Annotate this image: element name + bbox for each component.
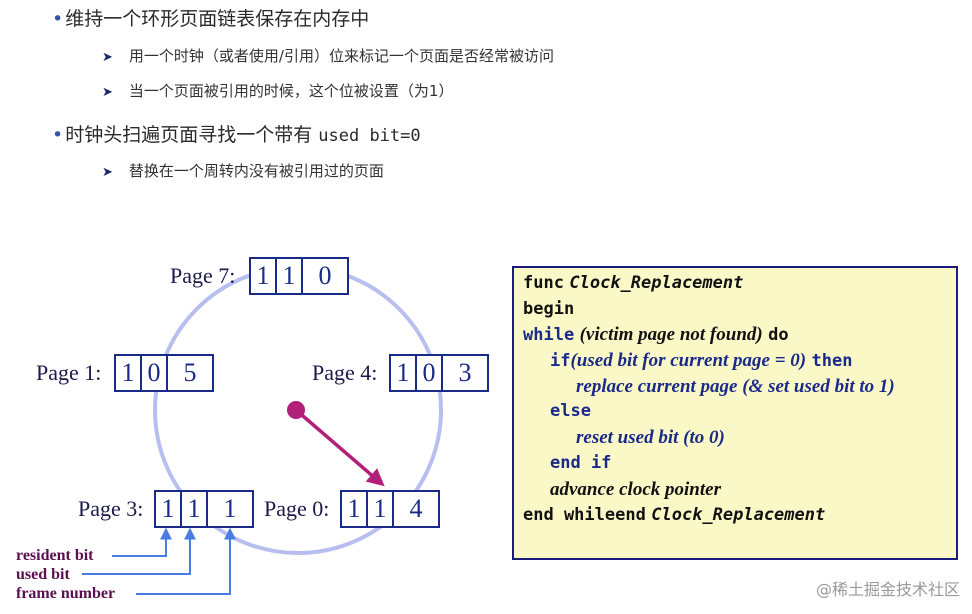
frame-number-cell: 5 bbox=[183, 358, 197, 387]
frame-number-arrow bbox=[136, 527, 236, 595]
code-line: func Clock_Replacement bbox=[523, 273, 743, 293]
resident-bit-cell: 1 bbox=[182, 492, 208, 526]
sub-bullet-text: 当一个页面被引用的时候，这个位被设置（为1） bbox=[128, 82, 454, 100]
sub-bullet-item: ➤ 替换在一个周转内没有被引用过的页面 bbox=[102, 160, 384, 181]
page-entry: 1 0 5 bbox=[114, 354, 214, 392]
arrow-bullet-icon: ➤ bbox=[102, 50, 113, 65]
bullet-dot-icon: • bbox=[52, 8, 64, 30]
code-line: end whileend Clock_Replacement bbox=[523, 505, 825, 525]
clock-hand-arrow bbox=[294, 408, 385, 487]
bullet-item: •维持一个环形页面链表保存在内存中 bbox=[52, 4, 369, 31]
frame-number-cell: 0 bbox=[318, 261, 332, 290]
code-statement: replace current page (& set used bit to … bbox=[576, 376, 895, 397]
code-statement: reset used bit (to 0) bbox=[576, 427, 725, 448]
code-line: replace current page (& set used bit to … bbox=[576, 376, 895, 398]
code-condition: (victim page not found) bbox=[579, 324, 763, 345]
frame-number-cell: 3 bbox=[458, 358, 472, 387]
arrow-bullet-icon: ➤ bbox=[102, 165, 113, 180]
code-line: begin bbox=[523, 299, 574, 319]
page-entry: 1 0 3 bbox=[389, 354, 489, 392]
sub-bullet-item: ➤ 当一个页面被引用的时候，这个位被设置（为1） bbox=[102, 80, 453, 101]
used-bit-cell: 1 bbox=[116, 356, 142, 390]
code-condition: (used bit for current page = 0) bbox=[570, 350, 807, 371]
sub-bullet-text: 替换在一个周转内没有被引用过的页面 bbox=[128, 162, 384, 180]
code-keyword: then bbox=[811, 351, 853, 371]
pseudocode-box: func Clock_Replacement begin while (vict… bbox=[512, 266, 958, 560]
resident-bit-cell: 1 bbox=[277, 259, 303, 293]
used-bit-cell: 1 bbox=[156, 492, 182, 526]
page-label: Page 0: bbox=[264, 496, 330, 521]
bullet-item: •时钟头扫遍页面寻找一个带有 used bit=0 bbox=[52, 120, 421, 147]
code-line: end if bbox=[550, 453, 611, 473]
sub-bullet-text: 用一个时钟（或者使用/引用）位来标记一个页面是否经常被访问 bbox=[128, 47, 554, 65]
used-bit-cell: 1 bbox=[342, 492, 368, 526]
page-entry: 1 1 4 bbox=[340, 490, 440, 528]
page-label: Page 1: bbox=[36, 360, 102, 385]
code-keyword: while bbox=[523, 325, 575, 345]
page-label: Page 4: bbox=[312, 360, 378, 385]
code-line: while (victim page not found) do bbox=[523, 324, 789, 346]
resident-bit-label: resident bit bbox=[16, 547, 94, 564]
code-keyword: func bbox=[523, 273, 564, 293]
page-label: Page 3: bbox=[78, 496, 144, 521]
code-keyword: if bbox=[550, 351, 571, 371]
code-function-name: Clock_Replacement bbox=[651, 505, 826, 525]
frame-number-cell: 1 bbox=[223, 494, 237, 523]
arrow-bullet-icon: ➤ bbox=[102, 85, 113, 100]
bullet-text: 时钟头扫遍页面寻找一个带有 bbox=[65, 124, 319, 146]
page-entry: 1 1 1 bbox=[154, 490, 254, 528]
code-line: else bbox=[550, 401, 591, 421]
code-line: if(used bit for current page = 0) then bbox=[550, 350, 853, 372]
used-bit-arrow bbox=[82, 527, 196, 575]
resident-bit-cell: 0 bbox=[142, 356, 168, 390]
code-statement: advance clock pointer bbox=[550, 479, 721, 500]
code-keyword: end whileend bbox=[523, 505, 646, 525]
code-keyword: end if bbox=[550, 453, 612, 473]
resident-bit-cell: 1 bbox=[368, 492, 394, 526]
bullet-code: used bit=0 bbox=[318, 126, 421, 146]
code-keyword: do bbox=[768, 325, 789, 345]
bullet-dot-icon: • bbox=[52, 124, 64, 146]
resident-bit-cell: 0 bbox=[417, 356, 443, 390]
frame-number-cell: 4 bbox=[409, 494, 423, 523]
code-function-name: Clock_Replacement bbox=[569, 273, 744, 293]
frame-number-label: frame number bbox=[16, 585, 116, 602]
code-keyword: begin bbox=[523, 299, 575, 319]
code-line: reset used bit (to 0) bbox=[576, 427, 725, 449]
used-bit-cell: 1 bbox=[391, 356, 417, 390]
code-line: advance clock pointer bbox=[550, 479, 721, 501]
used-bit-label: used bit bbox=[16, 566, 70, 583]
sub-bullet-item: ➤ 用一个时钟（或者使用/引用）位来标记一个页面是否经常被访问 bbox=[102, 45, 554, 66]
watermark: @稀土掘金技术社区 bbox=[815, 580, 960, 599]
page-label: Page 7: bbox=[170, 263, 236, 288]
code-keyword: else bbox=[550, 401, 591, 421]
resident-bit-arrow bbox=[112, 527, 172, 557]
page-entry: 1 1 0 bbox=[249, 257, 349, 295]
bullet-text: 维持一个环形页面链表保存在内存中 bbox=[65, 8, 370, 30]
used-bit-cell: 1 bbox=[251, 259, 277, 293]
